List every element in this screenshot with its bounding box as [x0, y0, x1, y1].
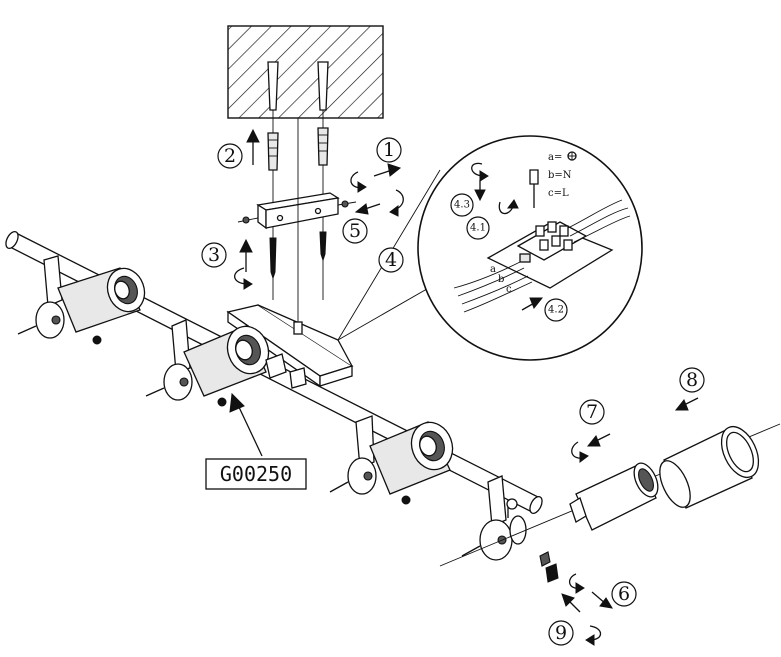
lamp-bulb [569, 462, 659, 531]
step-marker-2: 2 [217, 143, 243, 169]
step-marker-4-1: 4.1 [466, 216, 490, 240]
lamp-shade [659, 425, 760, 509]
terminal-labels: a b c [490, 264, 512, 295]
wall-plugs [267, 61, 329, 300]
step-number-1: 1 [383, 139, 395, 161]
step-marker-8: 8 [679, 367, 705, 393]
step-arrows [234, 128, 699, 646]
spotlight-3 [329, 415, 454, 505]
step-number-5: 5 [349, 220, 361, 242]
step-number-4: 4 [385, 249, 397, 271]
terminal-label-c: c [506, 284, 512, 295]
step-marker-1: 1 [376, 137, 402, 163]
step-marker-7: 7 [579, 399, 605, 425]
spotlight-1 [17, 255, 146, 345]
mounting-bracket [237, 192, 357, 230]
step-marker-9: 9 [548, 620, 574, 646]
ceiling-block [227, 25, 384, 119]
spotlight-2 [145, 319, 307, 407]
mounting-screws [269, 231, 327, 280]
legend-a: a= [548, 152, 562, 163]
step-number-4-3: 4.3 [454, 200, 470, 211]
wiring-legend: a= b=N c=L [548, 152, 572, 199]
set-screw [539, 551, 559, 583]
step-marker-4: 4 [378, 247, 404, 273]
terminal-label-a: a [490, 264, 496, 275]
step-marker-4-3: 4.3 [450, 193, 474, 217]
model-number: G00250 [220, 462, 292, 486]
legend-b: b=N [548, 170, 572, 181]
model-pointer-arrow [229, 392, 263, 457]
step-number-3: 3 [208, 244, 220, 266]
step-number-7: 7 [586, 401, 598, 423]
step-number-9: 9 [555, 622, 567, 644]
step-number-4-1: 4.1 [470, 223, 486, 234]
step-number-8: 8 [686, 369, 698, 391]
legend-c: c=L [548, 188, 569, 199]
step-number-4-2: 4.2 [548, 305, 564, 316]
step-marker-3: 3 [201, 242, 227, 268]
terminal-label-b: b [498, 274, 504, 285]
step-number-2: 2 [224, 145, 236, 167]
step-marker-4-2: 4.2 [544, 298, 568, 322]
wiring-detail-callout [337, 135, 643, 361]
model-label-box: G00250 [205, 458, 307, 490]
step-marker-6: 6 [611, 581, 637, 607]
step-number-6: 6 [618, 583, 630, 605]
step-marker-5: 5 [342, 218, 368, 244]
